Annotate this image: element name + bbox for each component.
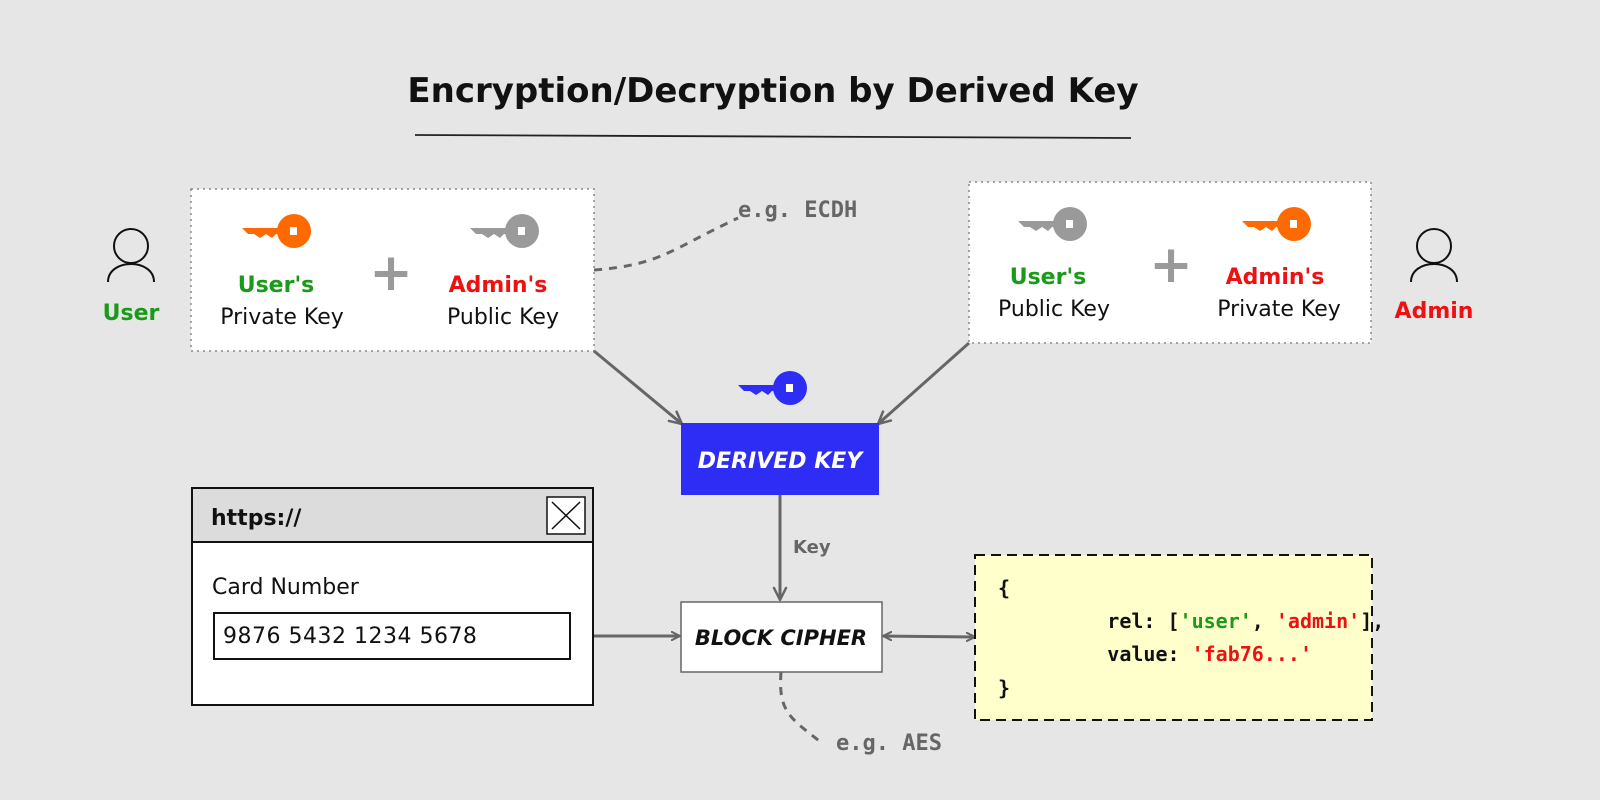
json-value-val: 'fab76...' bbox=[1192, 642, 1312, 666]
ecdh-connector bbox=[593, 216, 739, 272]
json-close-brace: } bbox=[998, 676, 1010, 700]
json-rel-user: 'user' bbox=[1180, 609, 1252, 633]
json-rel-key: rel: [ bbox=[1107, 609, 1179, 633]
json-rel-end: ], bbox=[1360, 609, 1384, 633]
user-label: User bbox=[103, 301, 160, 326]
right-plus-operator: + bbox=[1149, 235, 1193, 295]
card-number-field[interactable] bbox=[213, 612, 571, 660]
person-icon bbox=[1410, 228, 1458, 283]
block-cipher-box bbox=[680, 601, 883, 673]
right-key2-owner: Admin's bbox=[1226, 265, 1325, 290]
derived-key-label: DERIVED KEY bbox=[698, 449, 864, 474]
json-value-line: value: 'fab76...' bbox=[1023, 642, 1372, 666]
page-title: Encryption/Decryption by Derived Key bbox=[407, 71, 1138, 111]
admin-box-to-derived-arrow bbox=[876, 341, 970, 426]
right-key2-type: Private Key bbox=[1217, 297, 1341, 322]
json-value-key: value: bbox=[1107, 642, 1191, 666]
browser-titlebar bbox=[191, 487, 594, 543]
left-key1-type: Private Key bbox=[220, 305, 344, 330]
right-key1-type: Public Key bbox=[998, 297, 1110, 322]
cipher-json-arrow bbox=[883, 636, 975, 637]
right-key1-owner: User's bbox=[1010, 265, 1087, 290]
left-key1-owner: User's bbox=[238, 273, 315, 298]
aes-note: e.g. AES bbox=[836, 731, 942, 756]
json-rel-admin: 'admin' bbox=[1276, 609, 1360, 633]
block-cipher-node: BLOCK CIPHER bbox=[680, 601, 883, 673]
key-icon bbox=[738, 371, 807, 405]
ecdh-note: e.g. ECDH bbox=[738, 198, 857, 223]
title-underline bbox=[414, 134, 1132, 139]
derived-key-box bbox=[681, 423, 879, 495]
key-edge-label: Key bbox=[793, 537, 831, 558]
json-rel-line: rel: ['user', 'admin'], bbox=[1023, 609, 1445, 633]
admin-key-box-frame bbox=[968, 181, 1372, 344]
card-number-label: Card Number bbox=[212, 575, 360, 600]
json-open-brace: { bbox=[998, 576, 1010, 600]
left-plus-operator: + bbox=[369, 243, 413, 303]
user-actor: User bbox=[103, 228, 160, 326]
user-key-exchange-box: User's Private Key + Admin's Public Key bbox=[190, 188, 595, 352]
left-key2-owner: Admin's bbox=[449, 273, 548, 298]
admin-key-exchange-box: User's Public Key + Admin's Private Key bbox=[968, 181, 1372, 344]
admin-label: Admin bbox=[1395, 299, 1474, 324]
left-key2-type: Public Key bbox=[447, 305, 559, 330]
person-icon bbox=[107, 228, 155, 283]
browser-url: https:// bbox=[211, 506, 302, 531]
aes-connector bbox=[779, 671, 823, 745]
derived-key-node: DERIVED KEY bbox=[681, 423, 879, 495]
admin-actor: Admin bbox=[1395, 228, 1474, 324]
user-box-to-derived-arrow bbox=[593, 349, 684, 426]
json-output-box: { rel: ['user', 'admin'], value: 'fab76.… bbox=[974, 554, 1445, 721]
close-icon[interactable] bbox=[546, 496, 586, 535]
browser-window: https:// Card Number bbox=[191, 487, 594, 706]
block-cipher-label: BLOCK CIPHER bbox=[695, 626, 867, 650]
json-box-frame bbox=[974, 554, 1373, 721]
json-rel-sep: , bbox=[1252, 609, 1276, 633]
